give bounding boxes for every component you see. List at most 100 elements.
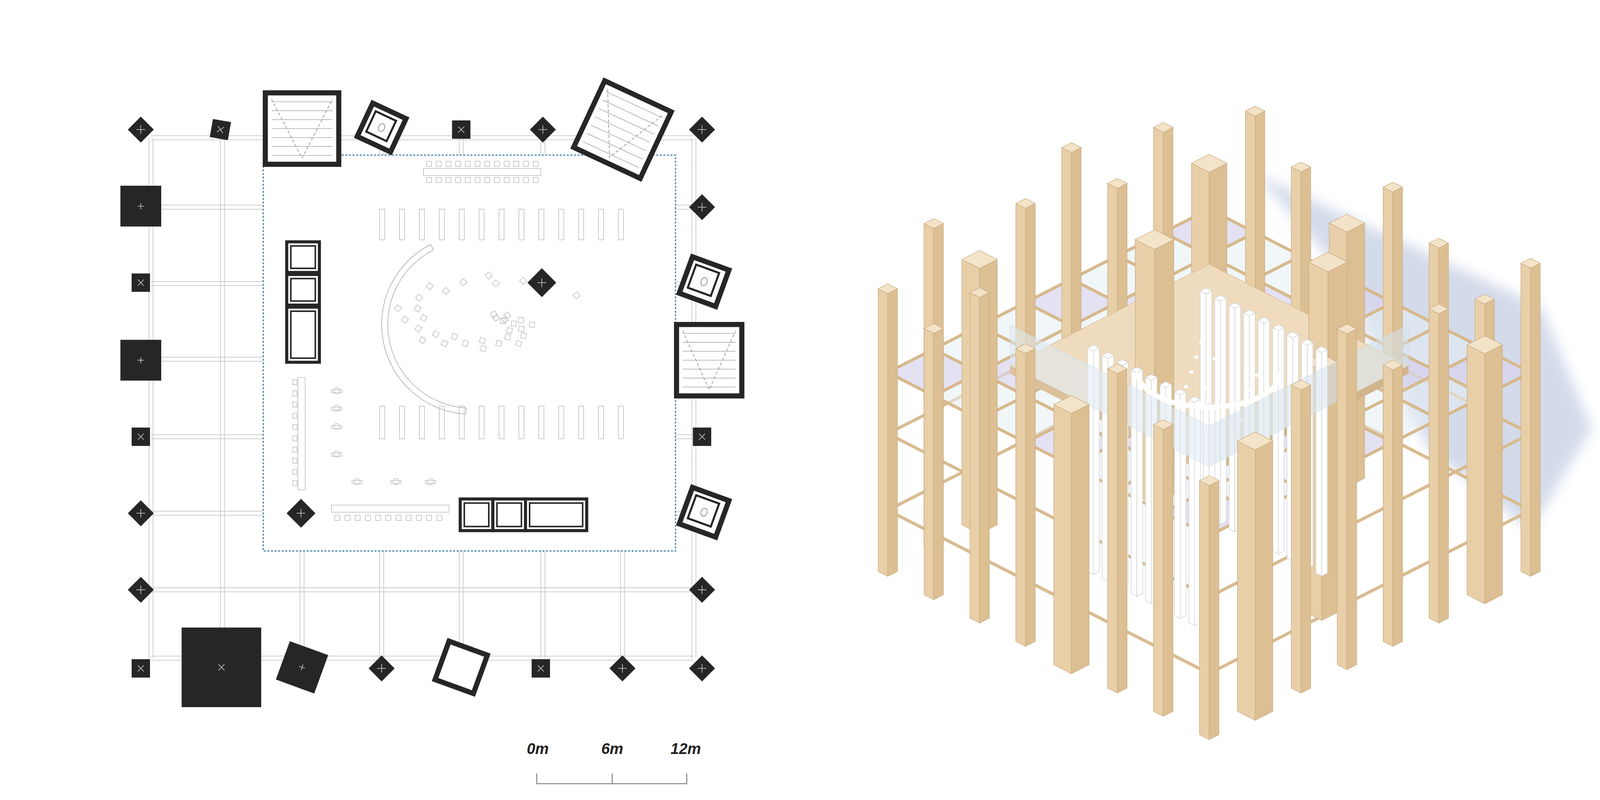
column-face bbox=[1153, 424, 1164, 716]
column-top bbox=[1291, 162, 1311, 172]
lift-core bbox=[286, 274, 320, 306]
column-top bbox=[1016, 198, 1036, 208]
grid-beam bbox=[151, 587, 694, 588]
column-face bbox=[1467, 344, 1485, 604]
timber-column bbox=[286, 498, 316, 528]
structural-grid bbox=[148, 135, 696, 660]
column-top bbox=[1107, 363, 1127, 374]
timber-column bbox=[1383, 360, 1403, 647]
column-face bbox=[1272, 327, 1278, 554]
chair bbox=[1189, 370, 1194, 374]
column-face bbox=[1071, 404, 1090, 674]
timber-column bbox=[1520, 258, 1540, 577]
timber-column bbox=[1237, 432, 1273, 721]
column-top bbox=[1087, 345, 1100, 352]
column-face bbox=[1163, 424, 1173, 716]
column-face bbox=[878, 288, 888, 577]
timber-column bbox=[970, 287, 990, 623]
column-face bbox=[1484, 344, 1503, 604]
toilet-core bbox=[679, 256, 729, 307]
timber-column bbox=[1107, 363, 1127, 693]
column-face bbox=[1220, 298, 1227, 525]
column-face bbox=[1025, 348, 1036, 646]
timber-column bbox=[131, 273, 150, 292]
timber-column bbox=[1291, 380, 1311, 693]
chair bbox=[1184, 385, 1188, 389]
column-top bbox=[1383, 360, 1403, 370]
timber-column bbox=[1337, 324, 1357, 670]
column-top bbox=[962, 250, 998, 269]
column-face bbox=[1530, 263, 1541, 577]
timber-column bbox=[120, 185, 162, 227]
grid-beam bbox=[151, 591, 694, 593]
column-face bbox=[933, 328, 944, 600]
timber-column bbox=[689, 116, 716, 143]
timber-column bbox=[131, 659, 150, 678]
timber-column bbox=[692, 427, 712, 446]
column-top bbox=[1131, 367, 1143, 374]
column-face bbox=[979, 292, 990, 623]
chair bbox=[1254, 373, 1258, 377]
timber-column bbox=[689, 655, 716, 682]
timber-column bbox=[209, 118, 231, 140]
column-face bbox=[1107, 368, 1118, 694]
column-face bbox=[887, 288, 898, 577]
lift-core bbox=[460, 498, 494, 531]
column-top bbox=[1174, 389, 1186, 396]
chair bbox=[1212, 357, 1217, 361]
column-top bbox=[1135, 229, 1174, 250]
column-face bbox=[1117, 368, 1127, 694]
stair-core bbox=[676, 324, 742, 396]
timber-column bbox=[1153, 419, 1173, 716]
timber-column bbox=[878, 284, 898, 577]
chair bbox=[1194, 355, 1199, 359]
column-top bbox=[1475, 294, 1495, 304]
column-face bbox=[1383, 364, 1393, 647]
scale-label: 0m bbox=[526, 740, 549, 758]
timber-column bbox=[120, 339, 162, 381]
column-top bbox=[1258, 317, 1270, 324]
column-top bbox=[1429, 238, 1449, 248]
hollow-column bbox=[435, 641, 488, 694]
axonometric-view bbox=[878, 106, 1592, 740]
column-face bbox=[1199, 480, 1210, 740]
column-top bbox=[1107, 178, 1127, 188]
chair bbox=[1202, 386, 1206, 390]
column-top bbox=[1191, 154, 1227, 173]
column-top bbox=[1153, 419, 1173, 430]
column-top bbox=[1337, 324, 1357, 334]
timber-column bbox=[128, 116, 154, 143]
column-top bbox=[1214, 295, 1227, 302]
stair-core bbox=[573, 80, 672, 179]
column-top bbox=[1053, 395, 1089, 414]
timber-column bbox=[609, 655, 636, 682]
column-top bbox=[1153, 122, 1173, 132]
column-face bbox=[1346, 328, 1357, 670]
column-face bbox=[1520, 263, 1531, 577]
scale-label: 12m bbox=[670, 740, 701, 758]
timber-column bbox=[452, 120, 471, 139]
column-top bbox=[1229, 302, 1241, 309]
timber-column bbox=[128, 576, 154, 603]
column-top bbox=[1383, 182, 1403, 192]
column-top bbox=[1160, 381, 1172, 388]
column-face bbox=[1291, 384, 1301, 693]
column-face bbox=[1392, 364, 1403, 647]
grid-beam bbox=[224, 137, 225, 658]
timber-column bbox=[530, 116, 556, 143]
column-face bbox=[1337, 328, 1347, 670]
column-face bbox=[1429, 308, 1439, 623]
column-top bbox=[970, 287, 990, 298]
chair bbox=[1137, 383, 1142, 387]
column-top bbox=[878, 284, 898, 294]
column-top bbox=[1301, 339, 1314, 346]
chair bbox=[1196, 401, 1201, 405]
timber-column bbox=[1467, 336, 1503, 604]
column-face bbox=[1209, 480, 1219, 740]
column-top bbox=[1272, 324, 1284, 331]
toilet-core bbox=[679, 487, 729, 537]
chair bbox=[1199, 341, 1204, 345]
column-face bbox=[1053, 404, 1072, 674]
column-top bbox=[1199, 475, 1219, 486]
column-top bbox=[1145, 374, 1158, 381]
